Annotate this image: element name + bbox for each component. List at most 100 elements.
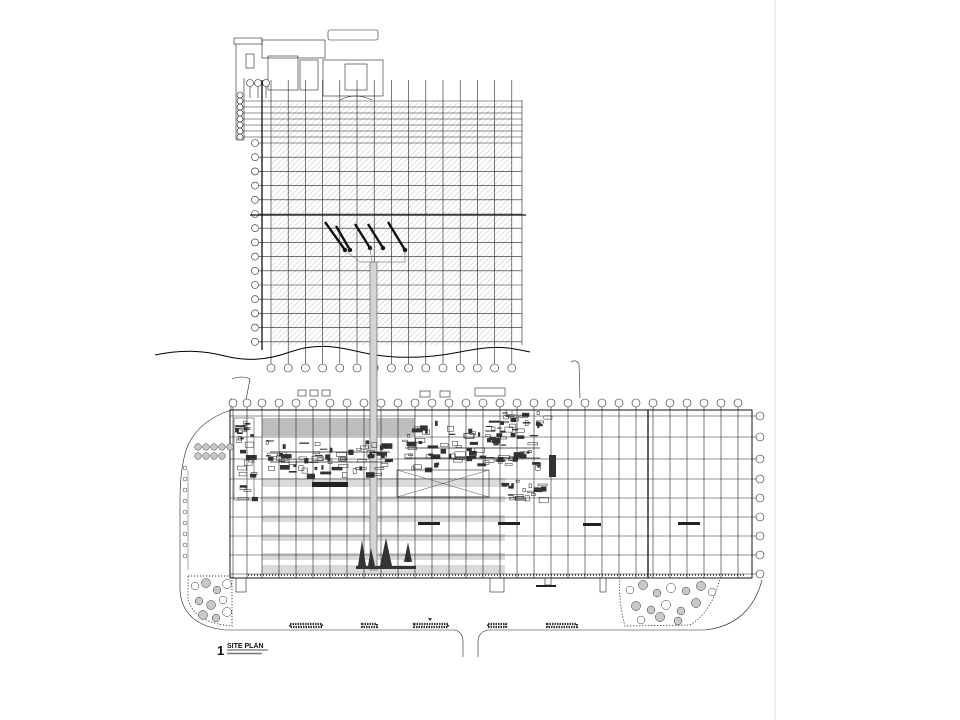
equipment-block (485, 434, 491, 437)
tree (631, 601, 641, 611)
grid-bubble (699, 398, 709, 408)
grid-bubble (461, 398, 471, 408)
diagonal-unit (366, 223, 385, 249)
grid-bubble (755, 569, 765, 579)
equipment-block (365, 443, 369, 450)
grid-bubble (404, 363, 413, 373)
equipment-block (534, 487, 539, 489)
open-bay (396, 469, 490, 498)
equipment-block (436, 462, 440, 465)
equipment-block (454, 451, 466, 457)
equipment-block (235, 428, 239, 433)
grid-bubble (478, 398, 488, 408)
equipment-block (371, 442, 378, 448)
equipment-block (533, 487, 543, 493)
floor-band (262, 515, 505, 522)
equipment-block (486, 438, 492, 443)
tree (201, 578, 211, 588)
grid-bubble (236, 127, 244, 135)
equipment-block (427, 445, 439, 449)
floor-band (262, 496, 505, 502)
grid-bubble (236, 109, 244, 117)
equipment-block (512, 457, 518, 462)
tree (198, 610, 208, 620)
grid-bubble (490, 363, 499, 373)
equipment-block (314, 466, 318, 470)
grid-bubble (376, 398, 386, 408)
equipment-block (447, 425, 454, 432)
equipment-block (502, 485, 508, 487)
grid-bubble (421, 363, 431, 373)
drawing-number: 1 (217, 643, 224, 658)
grid-bubble (236, 97, 244, 105)
equipment-block (240, 437, 244, 440)
equipment-block (293, 464, 297, 467)
equipment-block (485, 425, 493, 427)
parking-stalls (288, 618, 579, 629)
roof-unit (439, 390, 451, 398)
equipment-block (502, 412, 508, 414)
grid-bubble (251, 295, 259, 304)
equipment-block (511, 483, 514, 489)
equipment-block (299, 442, 309, 444)
equipment-block (515, 479, 520, 483)
equipment-bar (536, 585, 556, 587)
equipment-block (356, 447, 362, 451)
equipment-block (331, 466, 343, 471)
grid-bubble (393, 398, 403, 408)
grid-bubble (301, 363, 310, 373)
equipment-block (243, 427, 247, 431)
equipment-block (329, 447, 333, 453)
tree (226, 443, 234, 451)
tree (666, 583, 676, 593)
equipment-block (408, 453, 414, 456)
equipment-block (238, 471, 248, 477)
equipment-block (477, 432, 481, 437)
equipment-block (265, 440, 269, 445)
tree (206, 600, 216, 610)
tree (190, 581, 200, 591)
grid-bubble (444, 398, 454, 408)
equipment-block (515, 428, 525, 433)
grid-bubble (251, 153, 259, 161)
grid-bubble (631, 398, 641, 408)
equipment-block (517, 435, 525, 439)
equipment-block (342, 472, 348, 478)
equipment-block (479, 455, 487, 459)
equipment-block (336, 452, 347, 457)
equipment-block (234, 425, 246, 429)
grid-bubble (242, 398, 252, 408)
equipment-block (325, 454, 330, 460)
trees (182, 443, 717, 626)
grid-bubble (325, 398, 335, 408)
equipment-block (463, 433, 475, 439)
equipment-block (381, 443, 393, 449)
grid-bubble (529, 398, 539, 408)
equipment-block (483, 460, 490, 465)
equipment-block (381, 453, 385, 459)
equipment-block (430, 454, 441, 459)
grid-bubble (427, 398, 437, 408)
grid-bubble (274, 398, 284, 408)
equipment-block (512, 417, 519, 422)
equipment-block (488, 420, 500, 423)
equipment-block (448, 453, 452, 459)
site-boundary (179, 360, 763, 657)
equipment-block (504, 463, 513, 466)
equipment-block (245, 455, 257, 460)
equipment-block (536, 411, 540, 415)
equipment-block (365, 440, 370, 444)
equipment-block (435, 420, 438, 426)
tree (182, 509, 188, 515)
grid-bubble (546, 398, 556, 408)
structure-outline (261, 39, 326, 59)
grid-bubble (291, 398, 301, 408)
equipment-block (267, 452, 278, 457)
equipment-block (434, 463, 439, 468)
structure-outline (339, 95, 373, 101)
tree (182, 498, 188, 504)
equipment-block (374, 467, 385, 470)
equipment-block (537, 423, 540, 429)
equipment-block (508, 485, 513, 489)
equipment-block (477, 463, 486, 467)
